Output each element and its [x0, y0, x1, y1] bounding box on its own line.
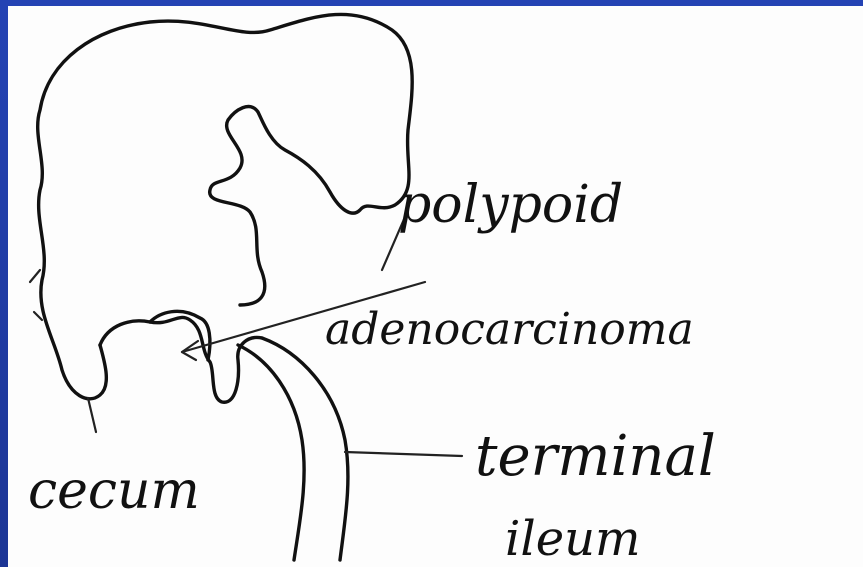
polypoid-label: polypoid — [398, 175, 623, 235]
cecum-leader — [88, 398, 96, 432]
wall-tick-1 — [30, 270, 40, 282]
ileum-left-wall — [238, 345, 304, 560]
ileocecal-valve — [100, 317, 262, 402]
cecum-label: cecum — [28, 461, 200, 521]
terminal-label: terminal — [475, 424, 716, 489]
ileum-label: ileum — [505, 511, 641, 567]
ileum-right-wall — [262, 338, 348, 560]
wall-tick-2 — [34, 312, 42, 320]
ileum-leader — [345, 452, 462, 456]
adenocarcinoma-label: adenocarcinoma — [325, 304, 694, 355]
